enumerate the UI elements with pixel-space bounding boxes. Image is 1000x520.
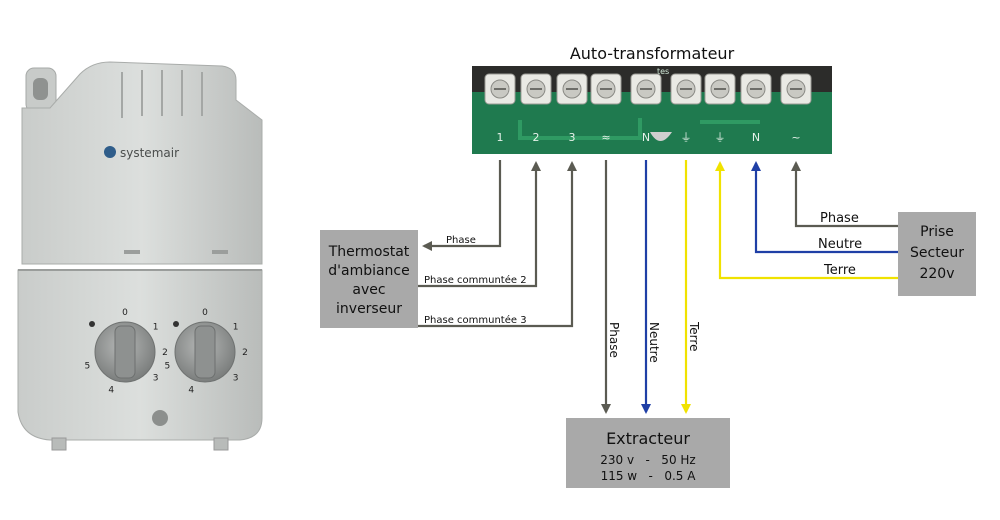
thermostat-line-3: avec bbox=[352, 282, 385, 298]
wire-thermo-phase2 bbox=[418, 161, 541, 288]
extracteur-title: Extracteur bbox=[606, 429, 690, 448]
thermostat-box: Thermostat d'ambiance avec inverseur bbox=[320, 230, 418, 328]
screw-left bbox=[89, 321, 95, 327]
dial-number: 4 bbox=[188, 386, 194, 396]
dial-left[interactable]: 0 1 2 3 4 5 bbox=[85, 308, 168, 396]
terminal-screw bbox=[780, 73, 812, 105]
terminal-label: N bbox=[752, 131, 760, 144]
extracteur-box: Extracteur 230 v - 50 Hz 115 w - 0.5 A bbox=[566, 418, 730, 488]
label-prise-terre: Terre bbox=[823, 263, 856, 278]
terminal-label: 3 bbox=[569, 131, 576, 144]
terminal-label: ~ bbox=[791, 131, 800, 144]
dial-number: 5 bbox=[165, 362, 171, 372]
wires bbox=[418, 160, 898, 414]
dial-number: 5 bbox=[85, 362, 91, 372]
terminal-label: N bbox=[642, 131, 650, 144]
prise-box-bg bbox=[898, 212, 976, 296]
systemair-logo-icon bbox=[104, 146, 116, 158]
prise-box: Prise Secteur 220v bbox=[898, 212, 976, 296]
extracteur-spec-2: 115 w - 0.5 A bbox=[601, 469, 697, 483]
label-thermo-phase2: Phase communtée 2 bbox=[424, 274, 527, 286]
pcb-trace bbox=[518, 118, 642, 140]
dial-number: 1 bbox=[233, 322, 239, 332]
terminal-label: ⏚ bbox=[715, 131, 726, 144]
foot-left bbox=[51, 437, 67, 451]
dial-number: 2 bbox=[162, 348, 168, 358]
extracteur-box-bg bbox=[566, 418, 730, 488]
wire-prise-neutre bbox=[751, 161, 898, 254]
label-thermo-phase: Phase bbox=[446, 235, 476, 246]
terminal-strip: 1 2 3 ≈ N ⏚ ⏚ N ~ bbox=[484, 73, 812, 144]
terminal-screw bbox=[740, 73, 772, 105]
dial-number: 0 bbox=[202, 308, 208, 318]
prise-line-3: 220v bbox=[919, 266, 954, 282]
terminal-screw bbox=[556, 73, 588, 105]
prise-line-1: Prise bbox=[920, 224, 954, 240]
dial-left-numbers: 0 1 2 3 4 5 bbox=[85, 308, 168, 396]
dial-number: 2 bbox=[242, 348, 248, 358]
terminal-label: 2 bbox=[533, 131, 540, 144]
prise-line-2: Secteur bbox=[910, 245, 964, 261]
mount-hole bbox=[33, 78, 48, 100]
board-title: Auto-transformateur bbox=[570, 44, 735, 63]
wire-prise-phase bbox=[791, 161, 898, 228]
dial-right[interactable]: 0 1 2 3 4 5 bbox=[165, 308, 248, 396]
terminal-label: ⏚ bbox=[681, 131, 692, 144]
pcb-silk-text: tes bbox=[657, 67, 669, 76]
pcb-notch bbox=[650, 132, 672, 141]
thermostat-box-bg bbox=[320, 230, 418, 328]
foot-right bbox=[213, 437, 229, 451]
dial-number: 3 bbox=[153, 374, 159, 384]
label-prise-neutre: Neutre bbox=[818, 237, 862, 252]
label-extr-terre: Terre bbox=[687, 321, 701, 351]
thermostat-line-1: Thermostat bbox=[328, 244, 410, 260]
wire-thermo-phase bbox=[422, 160, 502, 251]
slot-right bbox=[212, 250, 228, 254]
thermostat-line-4: inverseur bbox=[336, 301, 402, 317]
vent-fins bbox=[121, 70, 203, 118]
device-illustration: systemair 0 1 2 3 4 5 0 1 2 3 4 5 bbox=[17, 61, 263, 451]
label-prise-phase: Phase bbox=[820, 211, 859, 226]
wire-prise-terre bbox=[715, 161, 898, 280]
terminal-label: ≈ bbox=[601, 131, 610, 144]
terminal-screw bbox=[704, 73, 736, 105]
terminal-screw bbox=[590, 73, 622, 105]
terminal-screw bbox=[630, 73, 662, 105]
dial-number: 1 bbox=[153, 322, 159, 332]
label-extr-phase: Phase bbox=[607, 322, 621, 358]
wire-labels: Phase Phase communtée 2 Phase communtée … bbox=[424, 211, 862, 363]
terminal-label: 1 bbox=[497, 131, 504, 144]
brand-label: systemair bbox=[120, 146, 179, 160]
screw-right bbox=[173, 321, 179, 327]
label-extr-neutre: Neutre bbox=[647, 322, 661, 363]
terminal-screw bbox=[670, 73, 702, 105]
label-thermo-phase3: Phase communtée 3 bbox=[424, 314, 527, 326]
extracteur-spec-1: 230 v - 50 Hz bbox=[600, 453, 695, 467]
dial-number: 3 bbox=[233, 374, 239, 384]
dial-number: 0 bbox=[122, 308, 128, 318]
terminal-screw bbox=[484, 73, 516, 105]
dial-number: 4 bbox=[108, 386, 114, 396]
dial-right-numbers: 0 1 2 3 4 5 bbox=[165, 308, 248, 396]
wire-thermo-phase3 bbox=[418, 161, 577, 328]
terminal-board: Auto-transformateur tes 1 2 3 ≈ N ⏚ ⏚ N ~ bbox=[472, 44, 832, 154]
slot-left bbox=[124, 250, 140, 254]
terminal-screw bbox=[520, 73, 552, 105]
cable-gland bbox=[152, 410, 168, 426]
thermostat-line-2: d'ambiance bbox=[328, 263, 410, 279]
